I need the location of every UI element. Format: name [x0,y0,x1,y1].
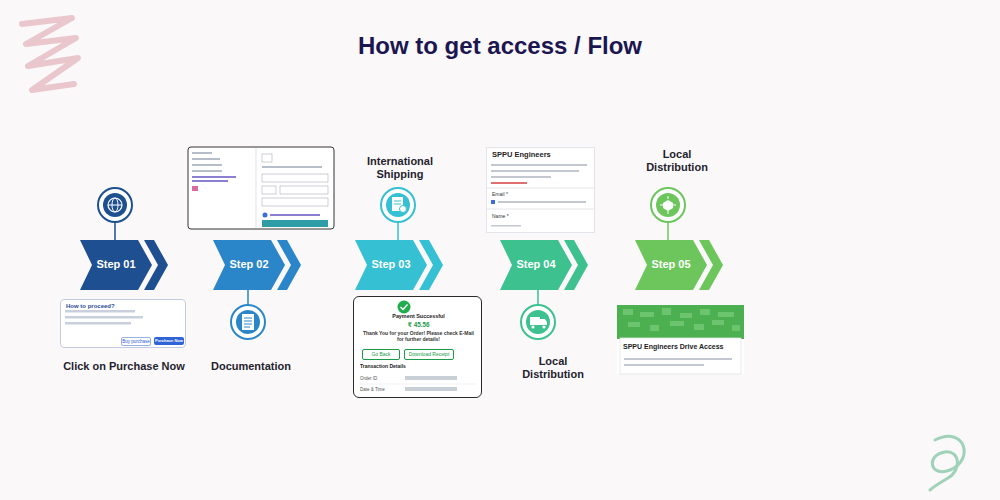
network-box-icon [651,188,685,222]
form-screenshot [486,147,595,233]
card-text: Purchase Now [154,337,184,345]
card-text: Date & Time [360,387,404,392]
swirl-decoration [930,436,964,490]
step-caption: Documentation [196,360,306,373]
card-text: Order ID [360,376,404,381]
step-chevron: Step 03 [355,240,443,290]
shipping-doc-icon [381,188,415,222]
card-text: SPPU Engineers [492,151,592,160]
document-icon [231,305,265,339]
screenshot-card: Payment Successful ₹ 45.56Thank You for y… [353,296,482,398]
screenshot-card: How to proceed? Buy purchasePurchase Now [60,299,186,348]
card-text: Download Receipt [404,349,454,360]
step-caption: International Shipping [359,155,441,180]
payment-screenshot [353,296,482,398]
step-label: Step 02 [223,258,275,271]
card-text: Name * [492,214,552,220]
card-text: Buy purchase [121,337,151,346]
leader-lines [115,222,668,305]
card-text: How to proceed? [66,303,176,310]
step-caption: Local Distribution [513,355,593,380]
card-text: Email * [492,192,552,198]
card-text: Thank You for your Order! Please check E… [362,331,475,343]
step-caption: Click on Purchase Now [59,360,189,373]
title: How to get access / Flow [0,32,1000,60]
step-chevron: Step 02 [213,240,301,290]
card-text: Transaction Details [360,364,460,370]
step-label: Step 03 [365,258,417,271]
step-chevron: Step 04 [500,240,588,290]
purchase-screenshot [60,299,186,348]
form-screenshot [188,147,334,229]
step-label: Step 01 [90,258,142,271]
screenshot-card: SPPU EngineersEmail * Name * [486,147,595,233]
zigzag-decoration [22,18,78,90]
card-text: Go Back [362,349,400,360]
globe-icon [98,188,132,222]
card-text: SPPU Engineers Drive Access [623,343,740,351]
delivery-icon [521,305,555,339]
step-label: Step 04 [510,258,562,271]
card-text: ₹ 45.56 [354,321,483,328]
card-text: Payment Successful [354,313,483,319]
step-caption: Local Distribution [637,148,717,173]
drive-access-screenshot [617,305,744,374]
step-chevron: Step 05 [635,240,723,290]
step-label: Step 05 [645,258,697,271]
screenshot-card: SPPU Engineers Drive Access [617,305,744,374]
step-chevron: Step 01 [80,240,168,290]
